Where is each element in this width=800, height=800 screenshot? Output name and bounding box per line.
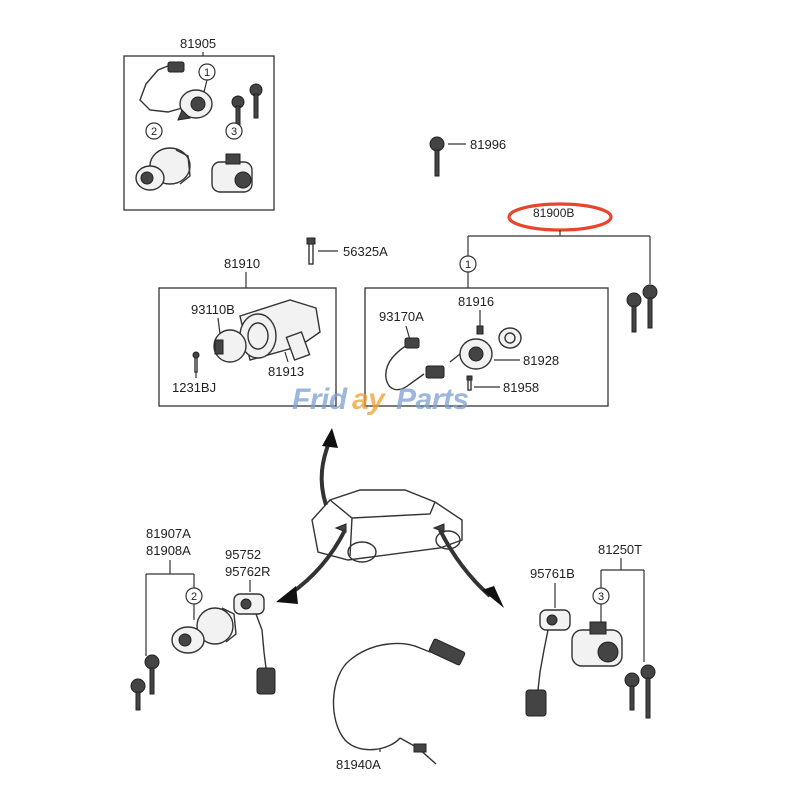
arrow-up-head — [322, 428, 338, 448]
label-95761B: 95761B — [530, 566, 575, 581]
arrow-left-head — [276, 586, 298, 604]
leader-81913 — [284, 351, 289, 363]
watermark-text-1: Frid — [292, 383, 348, 416]
label-81907A: 81907A — [146, 526, 191, 541]
arrow-right-head — [482, 586, 504, 608]
label-93170A: 93170A — [379, 309, 424, 324]
key-pair-right-icon — [626, 284, 658, 333]
watermark-text-2: ay — [352, 383, 386, 416]
ignition-lock-set-icon — [139, 61, 213, 121]
callout-3-top — [225, 122, 243, 140]
key-81996-icon — [429, 136, 445, 177]
callout-2-top — [145, 122, 163, 140]
watermark-logo: Frid ay Parts — [292, 383, 469, 416]
box-81910 — [158, 287, 337, 407]
wiring-harness-icon — [385, 337, 445, 391]
ring-81928-icon — [498, 327, 522, 349]
leader-93110B — [217, 317, 221, 335]
trunk-lock-cylinder-icon — [211, 153, 253, 193]
callout-3-bottom-num: 3 — [598, 591, 604, 603]
switch-pin-icon — [476, 325, 484, 335]
label-81908A: 81908A — [146, 543, 191, 558]
door-switch-connector-right-icon — [525, 609, 571, 717]
label-81916: 81916 — [458, 294, 494, 309]
screw-81958-icon — [466, 375, 473, 391]
label-81958: 81958 — [503, 380, 539, 395]
label-81913: 81913 — [268, 364, 304, 379]
label-56325A: 56325A — [343, 244, 388, 259]
label-1231BJ: 1231BJ — [172, 380, 216, 395]
label-81940A: 81940A — [336, 757, 381, 772]
label-81900B: 81900B — [533, 206, 574, 220]
box-81900B-contents — [364, 287, 609, 407]
box-81905 — [123, 55, 275, 211]
trunk-lock-assembly-icon — [571, 621, 623, 667]
release-cable-icon — [332, 638, 466, 765]
door-switch-connector-left-icon — [233, 593, 276, 695]
watermark-text-3: Parts — [396, 383, 469, 416]
arrow-right-shaft — [438, 529, 492, 598]
label-81996: 81996 — [470, 137, 506, 152]
key-pair-bottom-right-icon — [624, 664, 656, 719]
key-pair-icon — [231, 83, 263, 129]
door-lock-cylinder-icon — [135, 147, 191, 191]
leader-callout-1-top — [203, 79, 208, 93]
callout-1-mid-num: 1 — [465, 259, 471, 271]
door-lock-assembly-icon — [171, 607, 237, 654]
callout-3-top-num: 3 — [231, 126, 237, 138]
label-81910: 81910 — [224, 256, 260, 271]
callout-2-bottom-num: 2 — [191, 591, 197, 603]
screw-1231BJ-icon — [192, 351, 200, 373]
label-95762R: 95762R — [225, 564, 271, 579]
label-95752: 95752 — [225, 547, 261, 562]
callout-1-top-num: 1 — [204, 67, 210, 79]
ignition-switch-icon — [449, 338, 493, 370]
label-81905: 81905 — [180, 36, 216, 51]
arrow-left-shaft — [288, 529, 347, 596]
label-81250T: 81250T — [598, 542, 642, 557]
arrow-up-shaft — [319, 439, 332, 506]
callout-2-top-num: 2 — [151, 126, 157, 138]
steering-lock-body-icon — [213, 299, 321, 363]
bolt-56325A-icon — [306, 237, 316, 265]
label-93110B: 93110B — [191, 302, 235, 317]
label-81928: 81928 — [523, 353, 559, 368]
key-pair-bottom-left-icon — [130, 654, 160, 711]
